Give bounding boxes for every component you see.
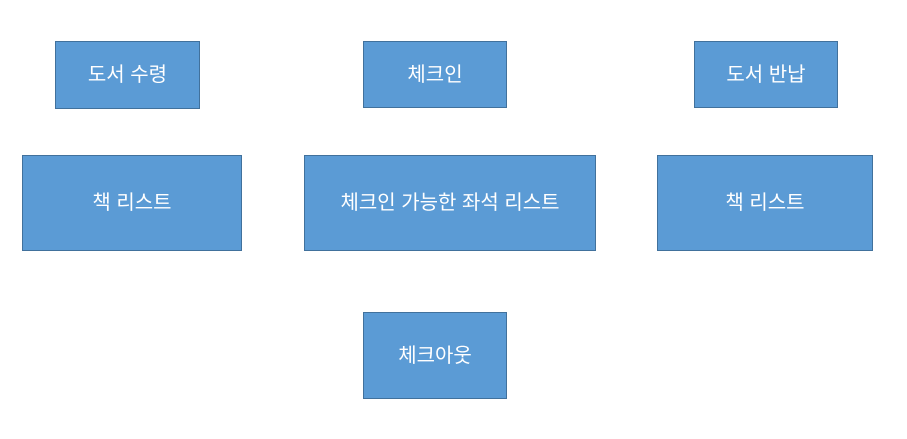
box-label-receive-book: 도서 수령 (87, 64, 168, 86)
diagram-box-receive-book[interactable]: 도서 수령 (55, 41, 200, 109)
box-label-book-list-left: 책 리스트 (92, 192, 172, 214)
diagram-box-book-list-right[interactable]: 책 리스트 (657, 155, 873, 251)
box-label-return-book: 도서 반납 (726, 63, 806, 86)
diagram-box-available-seat-list[interactable]: 체크인 가능한 좌석 리스트 (304, 155, 596, 251)
diagram-box-return-book[interactable]: 도서 반납 (694, 41, 838, 108)
diagram-box-check-out[interactable]: 체크아웃 (363, 312, 507, 399)
diagram-box-check-in[interactable]: 체크인 (363, 41, 507, 108)
box-label-check-in: 체크인 (407, 63, 463, 86)
box-label-check-out: 체크아웃 (398, 344, 472, 367)
diagram-box-book-list-left[interactable]: 책 리스트 (22, 155, 242, 251)
box-label-available-seat-list: 체크인 가능한 좌석 리스트 (340, 192, 560, 214)
box-label-book-list-right: 책 리스트 (725, 192, 805, 214)
